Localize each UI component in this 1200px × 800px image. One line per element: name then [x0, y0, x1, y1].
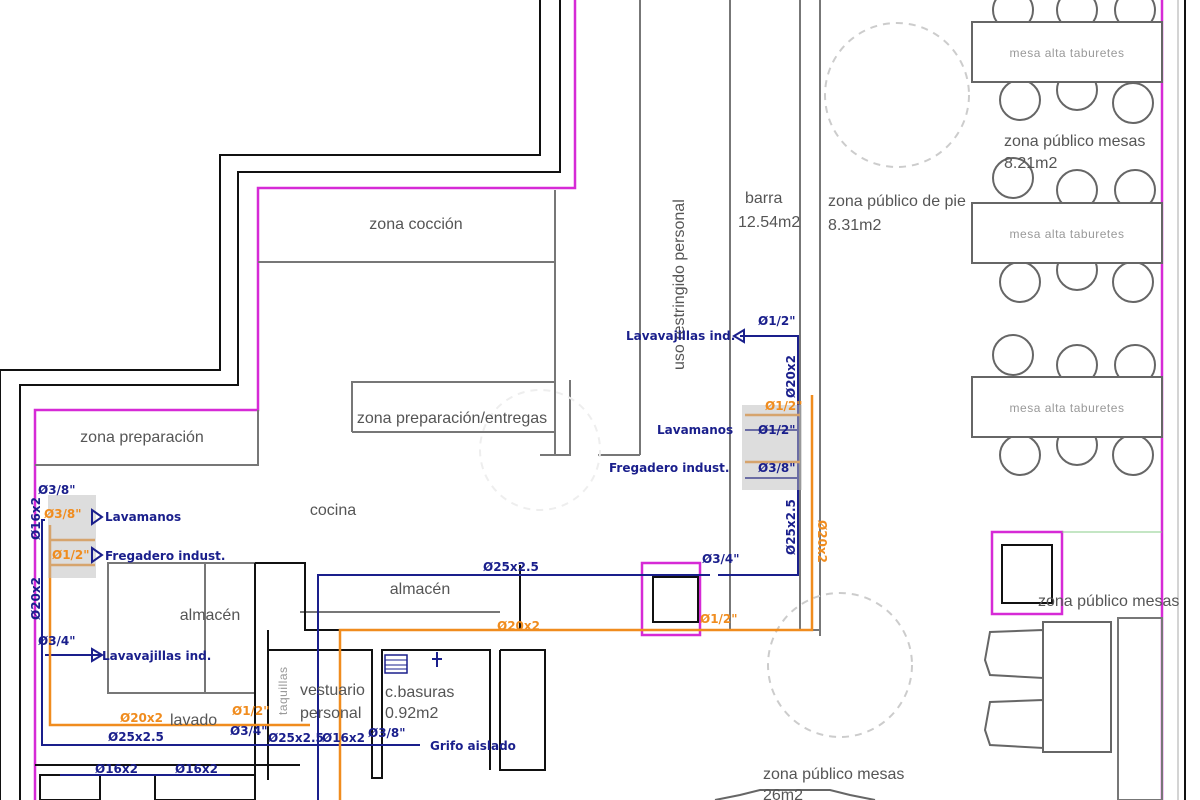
hot-water-pipes — [48, 328, 814, 800]
pipe-label: Ø1/2" — [758, 423, 796, 437]
pipe-label: Ø1/2" — [52, 548, 90, 562]
pipe-label: Ø1/2" — [765, 399, 803, 413]
pipe-label: Ø1/2" — [700, 612, 738, 626]
room-vestuario: personal — [300, 705, 361, 722]
fixture-labels: Lavavajillas ind. Lavamanos Fregadero in… — [102, 329, 735, 753]
pipe-label: Ø20x2 — [497, 619, 540, 633]
pipe-label: Ø25x2.5 — [483, 560, 539, 574]
turning-circles — [479, 22, 970, 738]
room-uso-restringido: uso restringido personal — [671, 199, 688, 370]
room-cocina: cocina — [310, 502, 356, 519]
pipe-label: Ø3/8" — [368, 726, 406, 740]
pipe-label: Ø16x2 — [175, 762, 218, 776]
fixture-lavamanos: Lavamanos — [657, 423, 733, 437]
pipe-label: Ø1/2" — [232, 704, 270, 718]
room-zona-coccion: zona cocción — [369, 216, 462, 233]
fixture-lavamanos: Lavamanos — [105, 510, 181, 524]
fixture-fregadero: Fregadero indust. — [609, 461, 729, 475]
pipe-label: Ø3/8" — [44, 507, 82, 521]
room-lavado: lavado — [170, 712, 217, 729]
room-publico-mesas: zona público mesas — [1004, 133, 1145, 150]
table-label: mesa alta taburetes — [1010, 227, 1125, 241]
pipe-label: Ø1/2" — [758, 314, 796, 328]
room-barra: barra — [745, 190, 782, 207]
room-publico-mesas: zona público mesas — [763, 766, 904, 783]
pipe-label: Ø25x2.5 — [784, 499, 798, 555]
pipe-label: Ø3/8" — [758, 461, 796, 475]
room-zona-preparacion-entregas: zona preparación/entregas — [357, 410, 547, 427]
room-publico-mesas: zona público mesas — [1038, 593, 1179, 610]
pipe-labels: Ø1/2" Ø1/2" Ø3/8" Ø1/2" Ø20x2 Ø25x2.5 Ø2… — [29, 314, 829, 776]
table-1 — [971, 21, 1163, 83]
pipe-label: Ø16x2 — [322, 731, 365, 745]
pipe-label: Ø25x2.5 — [268, 731, 324, 745]
fixture-lavavajillas: Lavavajillas ind. — [102, 649, 211, 663]
room-almacen: almacén — [390, 581, 450, 598]
pipe-label: Ø20x2 — [120, 711, 163, 725]
room-basuras: c.basuras — [385, 684, 454, 701]
table-label: mesa alta taburetes — [1010, 46, 1125, 60]
fixture-lavavajillas: Lavavajillas ind. — [626, 329, 735, 343]
table-label: mesa alta taburetes — [1010, 401, 1125, 415]
room-publico-pie-area: 8.31m2 — [828, 217, 881, 234]
fixture-fregadero: Fregadero indust. — [105, 549, 225, 563]
room-zona-preparacion: zona preparación — [80, 429, 204, 446]
pipe-label: Ø20x2 — [784, 355, 798, 398]
pipe-label: Ø16x2 — [95, 762, 138, 776]
pipe-label: Ø3/4" — [702, 552, 740, 566]
table-2 — [971, 202, 1163, 264]
pipe-label: Ø3/4" — [230, 724, 268, 738]
room-publico-mesas-area: 8.21m2 — [1004, 155, 1057, 172]
interior-walls — [35, 0, 1163, 800]
fixture-grifo: Grifo aislado — [430, 739, 516, 753]
room-publico-pie: zona público de pie — [828, 193, 966, 210]
room-barra-area: 12.54m2 — [738, 214, 800, 231]
room-vestuario: vestuario — [300, 682, 365, 699]
pipe-label: Ø20x2 — [29, 577, 43, 620]
room-almacen: almacén — [180, 607, 240, 624]
table-3 — [971, 376, 1163, 438]
high-tables: mesa alta taburetes mesa alta taburetes … — [714, 0, 1163, 800]
room-taquillas: taquillas — [276, 666, 290, 715]
pipe-label: Ø25x2.5 — [108, 730, 164, 744]
room-labels: zona cocción zona preparación/entregas z… — [80, 133, 1179, 800]
pipe-label: Ø3/4" — [38, 634, 76, 648]
trash-bin-icon — [384, 652, 442, 674]
pipe-label: Ø20x2 — [815, 520, 829, 563]
pipe-label: Ø16x2 — [29, 497, 43, 540]
pipe-label: Ø3/8" — [38, 483, 76, 497]
room-publico-mesas-area: 26m2 — [763, 787, 803, 800]
room-basuras-area: 0.92m2 — [385, 705, 438, 722]
